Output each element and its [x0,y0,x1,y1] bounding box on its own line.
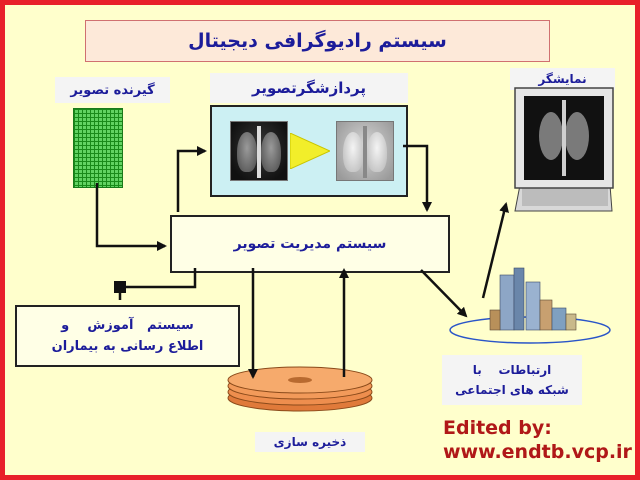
image-management-label: سیستم مدیریت تصویر [233,236,387,252]
management-to-education-line [118,268,197,300]
laptop-monitor-icon [514,87,614,212]
management-to-network-arrow [420,269,468,318]
chest-xray-icon [230,121,288,181]
city-buildings-icon [449,267,611,344]
connector-lines [95,144,509,379]
management-to-processor-arrow [176,146,207,212]
network-label-line1: ارتباطات با [472,363,552,377]
image-management-box: سیستم مدیریت تصویر [170,215,450,273]
diagram-title: سیستم رادیوگرافی دیجیتال [85,20,550,62]
patient-education-line2: اطلاع رسانی به بیماران [51,339,204,354]
network-label: ارتباطات با شبکه های اجتماعی [442,355,582,405]
image-processor-box [210,105,408,197]
monitor-label: نمایشگر [510,68,615,90]
network-label-line2: شبکه های اجتماعی [455,383,569,397]
process-arrow-icon [290,133,330,169]
receiver-to-management-arrow [95,183,167,251]
processor-to-management-arrow [403,144,432,212]
image-processor-label: پردازشگرتصویر [210,73,408,103]
flat-panel-detector-icon [73,108,123,188]
image-receiver-label: گیرنده تصویر [55,77,170,103]
network-to-monitor-arrow [481,202,509,299]
patient-education-box: سیستم آموزش و اطلاع رسانی به بیماران [15,305,240,367]
credit-line1: Edited by: [443,417,552,439]
patient-education-line1: سیستم آموزش و [61,318,194,333]
credit-line2: www.endtb.vcp.ir [443,441,632,463]
disk-stack-icon [227,366,373,412]
connector-junction [114,281,126,293]
diagram-graphics [95,87,614,412]
storage-label: ذخیره سازی [255,432,365,452]
enhanced-chest-xray-icon [336,121,394,181]
